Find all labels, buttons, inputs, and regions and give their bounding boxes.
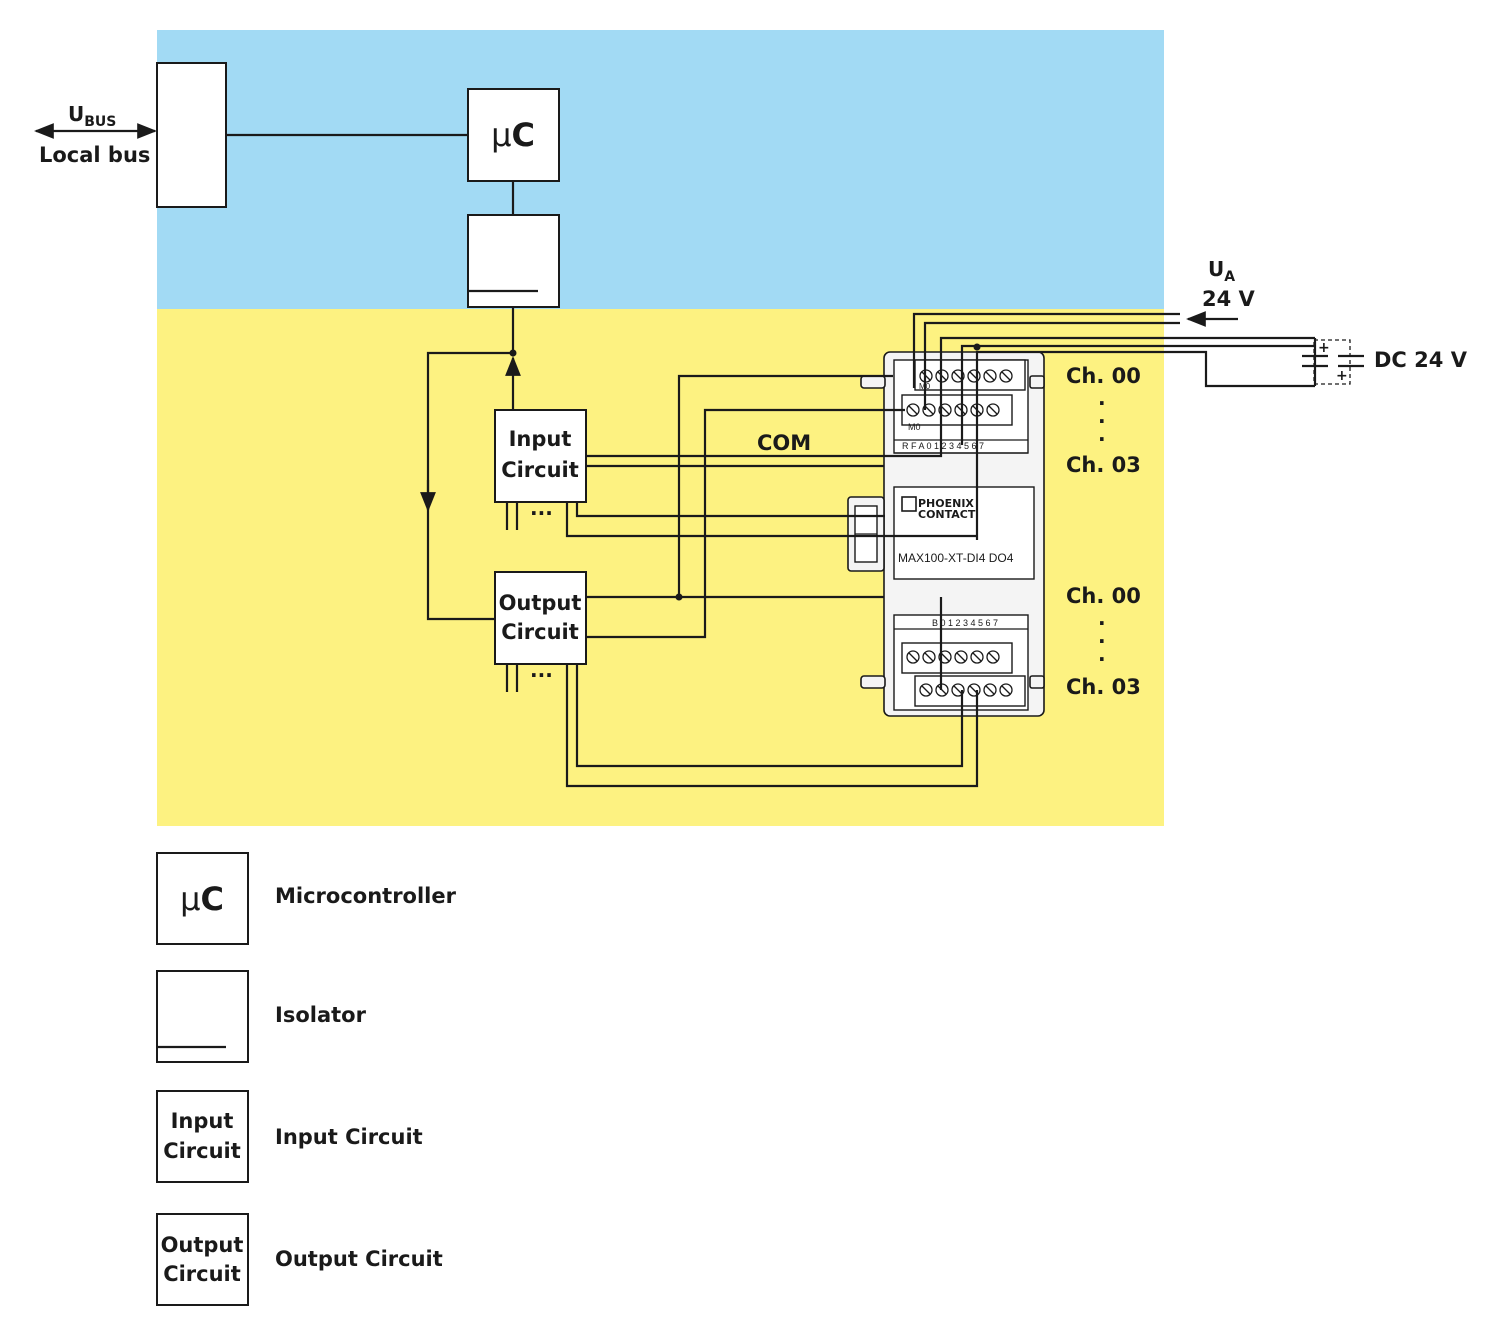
top-ch-dots: · xyxy=(1098,391,1106,415)
isolator-block xyxy=(467,214,560,308)
input-circuit-block xyxy=(494,409,587,503)
legend-output-line2: Circuit xyxy=(163,1262,241,1286)
legend-input-symbol xyxy=(156,1090,249,1183)
input-circuit-line2: Circuit xyxy=(501,458,579,482)
ua-voltage-label: 24 V xyxy=(1202,287,1256,311)
legend-input-label: Input Circuit xyxy=(275,1125,423,1149)
microcontroller-symbol: µC xyxy=(491,116,535,154)
device-bottom-terminal-row: B 0 1 2 3 4 5 6 7 xyxy=(932,618,998,628)
ua-label: UA xyxy=(1208,257,1235,285)
local-bus-label: Local bus xyxy=(39,143,150,167)
terminal-screw-slot xyxy=(924,405,934,415)
input-ellipsis: ... xyxy=(530,496,553,520)
top-ch-dots-2: · xyxy=(1098,409,1106,433)
bus-interface-block xyxy=(156,62,227,208)
device-m0-mid: M0 xyxy=(908,422,921,432)
device-model-label: MAX100-XT-DI4 DO4 xyxy=(898,551,1014,565)
terminal-screw-slot xyxy=(956,652,966,662)
top-ch-first: Ch. 00 xyxy=(1066,364,1141,388)
device-top-terminal-row: R F A 0 1 2 3 4 5 6 7 xyxy=(902,441,984,451)
battery-icon xyxy=(1302,338,1364,386)
legend-microcontroller-symbol xyxy=(156,852,249,945)
bottom-ch-last: Ch. 03 xyxy=(1066,675,1141,699)
terminal-screw-slot xyxy=(940,405,950,415)
terminal-screw-slot xyxy=(908,405,918,415)
top-ch-dots-3: · xyxy=(1098,427,1106,451)
brand-line1: PHOENIX xyxy=(918,497,974,510)
terminal-screw-slot xyxy=(908,652,918,662)
legend-input-line1: Input xyxy=(171,1109,234,1133)
bottom-ch-dots: · xyxy=(1098,611,1106,635)
terminal-screw-slot xyxy=(985,685,995,695)
legend-output-line1: Output xyxy=(161,1233,244,1257)
legend-uc-text: µC xyxy=(180,880,224,918)
legend-isolator-symbol xyxy=(156,970,249,1063)
logic-side-area xyxy=(157,30,1164,309)
terminal-screw-slot xyxy=(988,652,998,662)
terminal-screw-slot xyxy=(921,685,931,695)
terminal-screw-slot xyxy=(953,685,963,695)
battery-plus-bottom: + xyxy=(1336,368,1348,384)
phoenix-logo-icon xyxy=(901,496,917,512)
com-label: COM xyxy=(757,431,811,455)
dc-supply-label: DC 24 V xyxy=(1374,348,1468,372)
output-circuit-line1: Output xyxy=(499,591,582,615)
input-circuit-line1: Input xyxy=(509,427,572,451)
terminal-screw-slot xyxy=(985,371,995,381)
output-circuit-line2: Circuit xyxy=(501,620,579,644)
brand-line2: CONTACT xyxy=(918,508,976,521)
bottom-ch-first: Ch. 00 xyxy=(1066,584,1141,608)
bottom-ch-dots-2: · xyxy=(1098,629,1106,653)
terminal-screw-slot xyxy=(1001,685,1011,695)
microcontroller-block xyxy=(467,88,560,182)
terminal-screw-slot xyxy=(1001,371,1011,381)
battery-plus-top: + xyxy=(1318,340,1330,356)
output-circuit-block xyxy=(494,571,587,665)
legend-output-label: Output Circuit xyxy=(275,1247,443,1271)
legend-microcontroller-label: Microcontroller xyxy=(275,884,457,908)
terminal-screw-slot xyxy=(972,652,982,662)
legend-output-symbol xyxy=(156,1213,249,1306)
terminal-screw-slot xyxy=(988,405,998,415)
legend-isolator-label: Isolator xyxy=(275,1003,367,1027)
legend: µC Microcontroller Isolator Input Circui… xyxy=(156,852,457,1306)
terminal-screw-slot xyxy=(924,652,934,662)
bottom-ch-dots-3: · xyxy=(1098,647,1106,671)
legend-input-line2: Circuit xyxy=(163,1139,241,1163)
terminal-screw-slot xyxy=(953,371,963,381)
top-ch-last: Ch. 03 xyxy=(1066,453,1141,477)
terminal-screw-slot xyxy=(940,652,950,662)
output-ellipsis: ... xyxy=(530,658,553,682)
ubus-label: UBUS xyxy=(68,102,116,130)
